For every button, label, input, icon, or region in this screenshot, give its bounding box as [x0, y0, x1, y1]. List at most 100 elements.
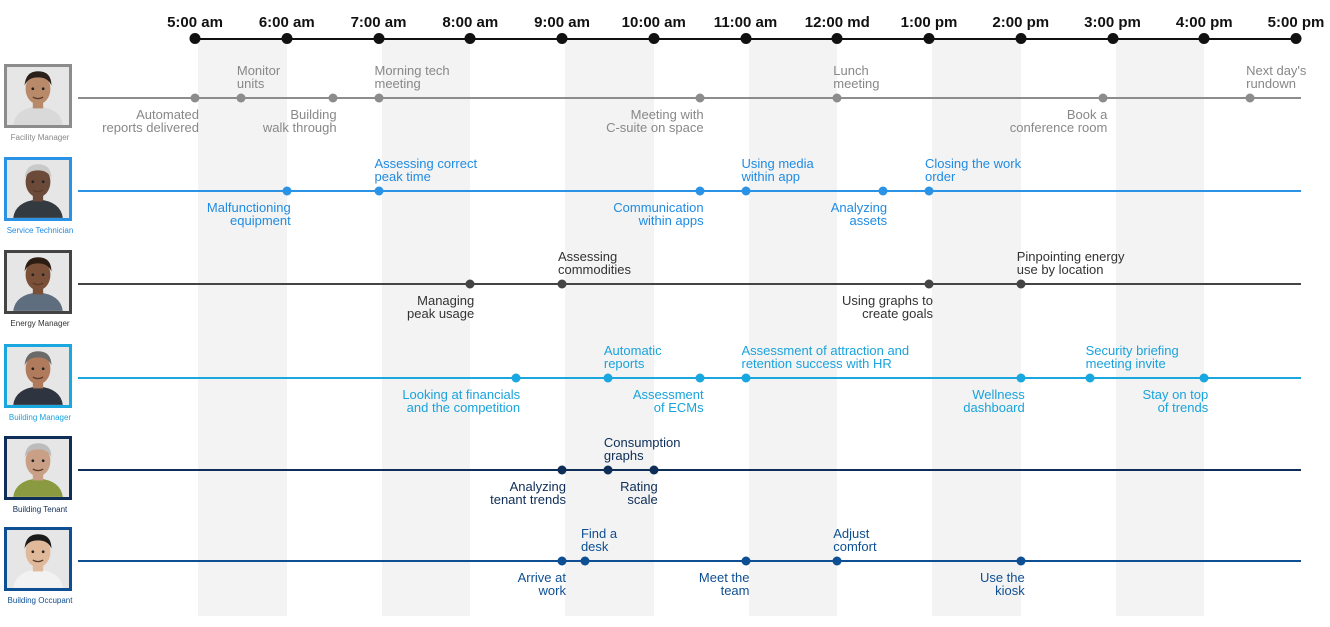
- hour-marker: [1290, 33, 1302, 44]
- event-label: Assessing commodities: [558, 249, 631, 277]
- event-label: Arrive at work: [517, 570, 566, 598]
- event-dot: [557, 556, 567, 566]
- hour-marker: [1015, 33, 1027, 44]
- event-label: Wellness dashboard: [963, 387, 1025, 415]
- hour-band: [198, 40, 287, 616]
- hour-marker: [189, 33, 201, 44]
- role-label: Building Manager: [8, 413, 72, 422]
- track-line: [78, 469, 1301, 471]
- event-label: Analyzing assets: [830, 200, 888, 228]
- event-dot: [695, 93, 705, 103]
- event-label: Meeting with C-suite on space: [606, 107, 704, 135]
- event-dot: [1085, 373, 1095, 383]
- event-label: Managing peak usage: [407, 293, 475, 321]
- avatar: [4, 344, 72, 408]
- event-label: Assessment of ECMs: [632, 387, 704, 415]
- hour-band: [932, 40, 1021, 616]
- event-label: Communication within apps: [613, 200, 704, 228]
- event-label: Automatic reports: [603, 343, 662, 371]
- hour-label: 8:00 am: [442, 14, 499, 31]
- event-dot: [832, 556, 842, 566]
- event-dot: [741, 373, 750, 383]
- event-label: Assessing correct peak time: [374, 156, 478, 184]
- track-line: [78, 97, 1301, 99]
- event-dot: [695, 373, 705, 383]
- event-dot: [603, 373, 613, 383]
- role-label: Facility Manager: [10, 133, 70, 142]
- event-dot: [649, 465, 659, 475]
- event-label: Meet the team: [698, 570, 750, 598]
- hour-label: 5:00 am: [167, 14, 223, 31]
- track-line: [78, 283, 1301, 285]
- hour-label: 2:00 pm: [992, 14, 1050, 31]
- event-label: Use the kiosk: [979, 570, 1025, 598]
- hour-label: 9:00 am: [534, 14, 590, 31]
- event-dot: [580, 556, 590, 566]
- event-dot: [1245, 93, 1255, 103]
- event-label: Monitor units: [236, 63, 281, 91]
- event-label: Pinpointing energy use by location: [1016, 249, 1125, 277]
- avatar: [4, 250, 72, 314]
- event-label: Adjust comfort: [833, 526, 877, 554]
- event-label: Consumption graphs: [603, 435, 681, 463]
- hour-label: 10:00 am: [621, 14, 686, 31]
- event-dot: [1016, 373, 1026, 383]
- event-label: Security briefing meeting invite: [1085, 343, 1179, 371]
- event-label: Lunch meeting: [833, 63, 880, 91]
- hour-band: [1115, 40, 1205, 616]
- hour-marker: [464, 33, 476, 44]
- event-dot: [924, 279, 934, 289]
- event-dot: [741, 556, 750, 566]
- track-line: [78, 377, 1301, 379]
- hour-band: [748, 40, 838, 616]
- hour-label: 11:00 am: [713, 14, 778, 31]
- event-dot: [924, 186, 934, 196]
- event-dot: [878, 186, 888, 196]
- event-label: Looking at financials and the competitio…: [402, 387, 521, 415]
- role-label: Service Technician: [6, 226, 74, 235]
- event-dot: [557, 279, 567, 289]
- hour-band: [381, 40, 471, 616]
- event-label: Analyzing tenant trends: [490, 479, 566, 507]
- event-dot: [557, 465, 567, 475]
- hour-marker: [556, 33, 568, 44]
- event-label: Using graphs to create goals: [841, 293, 933, 321]
- event-dot: [741, 186, 750, 196]
- event-label: Building walk through: [262, 107, 337, 135]
- event-dot: [1199, 373, 1209, 383]
- hour-label: 4:00 pm: [1175, 14, 1233, 31]
- hour-label: 6:00 am: [258, 14, 315, 31]
- event-label: Automated reports delivered: [102, 107, 199, 135]
- event-dot: [236, 93, 246, 103]
- event-dot: [695, 186, 705, 196]
- role-label: Building Occupant: [7, 596, 73, 605]
- hour-marker: [373, 33, 384, 44]
- event-dot: [603, 465, 613, 475]
- hour-label: 12:00 md: [804, 14, 870, 31]
- role-label: Energy Manager: [10, 319, 70, 328]
- hour-label: 1:00 pm: [900, 14, 958, 31]
- event-label: Assessment of attraction and retention s…: [741, 343, 910, 371]
- event-dot: [190, 93, 200, 103]
- avatar: [4, 527, 72, 591]
- event-dot: [1098, 93, 1108, 103]
- event-label: Find a desk: [580, 526, 618, 554]
- event-dot: [282, 186, 292, 196]
- track-line: [78, 560, 1301, 562]
- event-label: Rating scale: [620, 479, 658, 507]
- avatar: [4, 64, 72, 128]
- event-label: Morning tech meeting: [374, 63, 450, 91]
- event-label: Using media within app: [741, 156, 814, 184]
- hour-marker: [648, 33, 660, 44]
- event-label: Malfunctioning equipment: [206, 200, 291, 228]
- hour-label: 5:00 pm: [1267, 14, 1325, 31]
- event-dot: [832, 93, 842, 103]
- hour-marker: [831, 33, 843, 44]
- track-line: [78, 190, 1301, 192]
- event-label: Book a conference room: [1009, 107, 1108, 135]
- event-label: Next day's rundown: [1246, 63, 1307, 91]
- event-dot: [511, 373, 521, 383]
- hour-band: [565, 40, 654, 616]
- hour-marker: [923, 33, 935, 44]
